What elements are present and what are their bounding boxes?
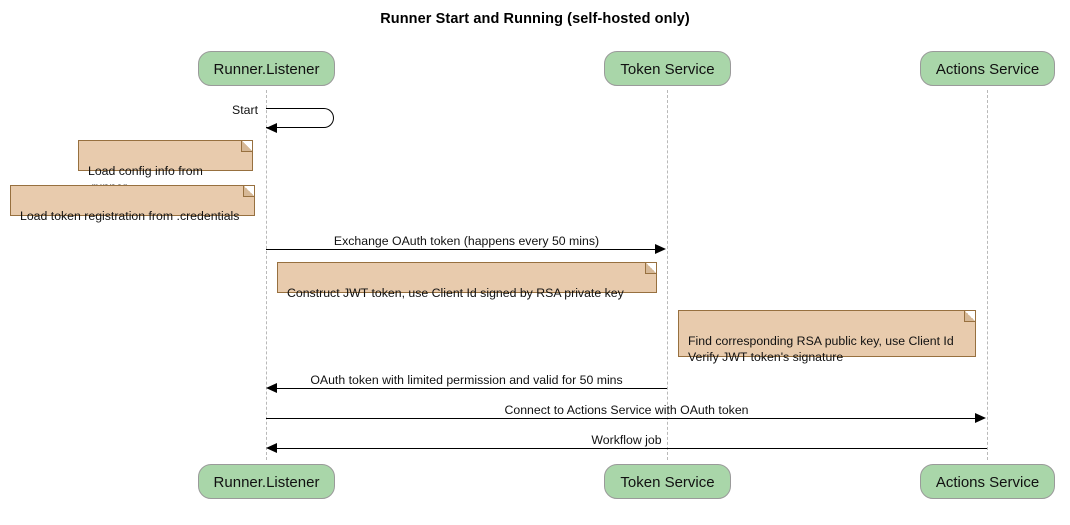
note-fold-corner-icon bbox=[964, 311, 975, 322]
note-load-config: Load config info from .runner bbox=[78, 140, 253, 194]
note-fold-corner-icon bbox=[243, 186, 254, 197]
message-label-exchange-oauth-token: Exchange OAuth token (happens every 50 m… bbox=[333, 234, 600, 248]
message-label-workflow-job: Workflow job bbox=[591, 433, 662, 447]
message-arrowhead-exchange-oauth-token bbox=[655, 244, 666, 254]
participant-actions-bottom[interactable]: Actions Service bbox=[920, 464, 1055, 499]
note-verify-jwt-signature: Find corresponding RSA public key, use C… bbox=[678, 310, 976, 364]
note-fold-corner-icon bbox=[645, 263, 656, 274]
message-selfloop-start bbox=[266, 108, 334, 128]
participant-runner-bottom[interactable]: Runner.Listener bbox=[198, 464, 335, 499]
participant-runner-top[interactable]: Runner.Listener bbox=[198, 51, 335, 86]
message-line-exchange-oauth-token bbox=[266, 249, 656, 250]
message-line-connect-actions-service bbox=[266, 418, 976, 419]
message-label-connect-actions-service: Connect to Actions Service with OAuth to… bbox=[504, 403, 749, 417]
lifeline-token bbox=[667, 90, 668, 460]
lifeline-actions bbox=[987, 90, 988, 460]
participant-token-top[interactable]: Token Service bbox=[604, 51, 731, 86]
message-arrowhead-connect-actions-service bbox=[975, 413, 986, 423]
message-arrowhead-start bbox=[266, 122, 277, 133]
message-label-oauth-token-response: OAuth token with limited permission and … bbox=[310, 373, 623, 387]
note-text: Load token registration from .credential… bbox=[20, 209, 240, 223]
diagram-title: Runner Start and Running (self-hosted on… bbox=[380, 11, 690, 27]
message-line-workflow-job bbox=[277, 448, 987, 449]
message-label-start: Start bbox=[232, 103, 258, 117]
note-text: Construct JWT token, use Client Id signe… bbox=[287, 286, 624, 300]
participant-token-bottom[interactable]: Token Service bbox=[604, 464, 731, 499]
note-text: Find corresponding RSA public key, use C… bbox=[688, 334, 954, 364]
note-fold-corner-icon bbox=[241, 141, 252, 152]
message-arrowhead-oauth-token-response bbox=[266, 383, 277, 393]
participant-actions-top[interactable]: Actions Service bbox=[920, 51, 1055, 86]
message-arrowhead-workflow-job bbox=[266, 443, 277, 453]
note-construct-jwt-token: Construct JWT token, use Client Id signe… bbox=[277, 262, 657, 300]
note-load-token-registration: Load token registration from .credential… bbox=[10, 185, 255, 223]
message-line-oauth-token-response bbox=[277, 388, 667, 389]
lifeline-runner bbox=[266, 90, 267, 460]
